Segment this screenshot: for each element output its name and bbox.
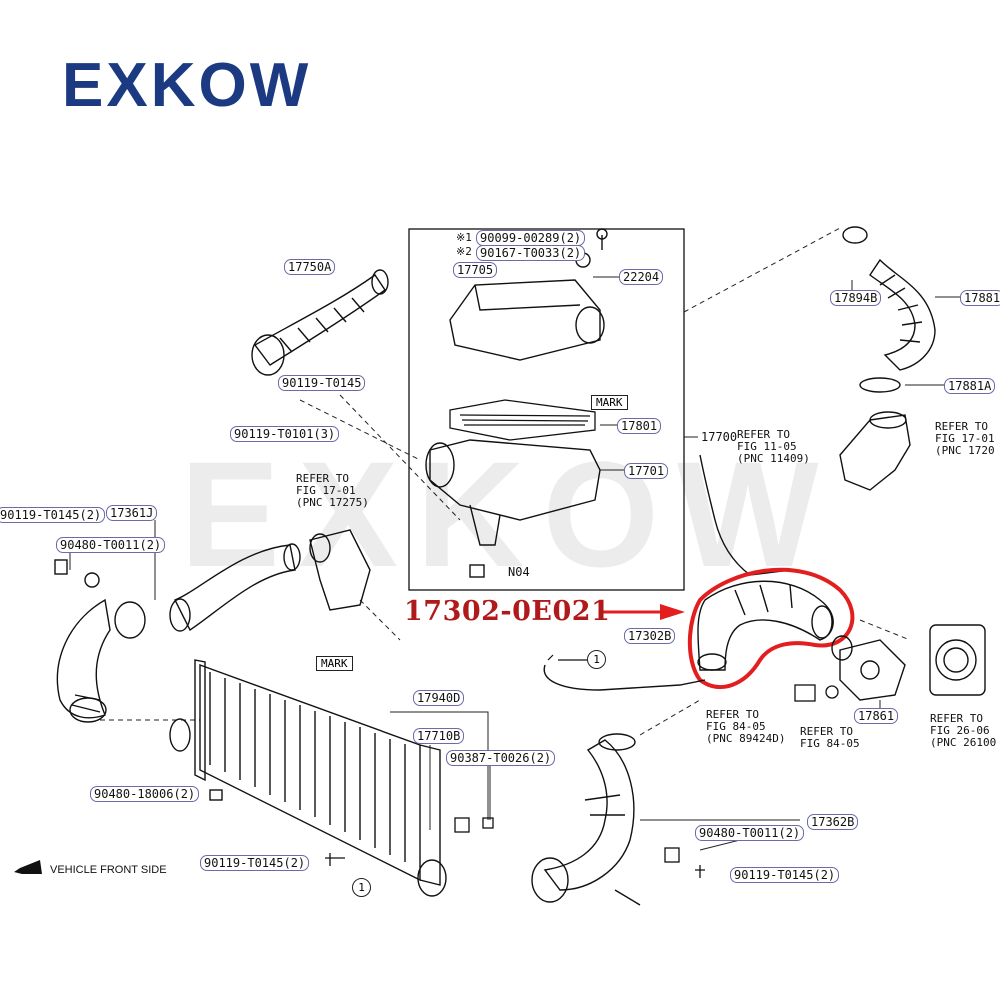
- throttle-body: [929, 624, 986, 696]
- part-label[interactable]: 90480-T0011(2): [695, 825, 805, 841]
- leader-dashed: [359, 599, 401, 641]
- circle-ref: 1: [587, 650, 606, 669]
- intercooler-pipe-17362B: [531, 733, 641, 906]
- part-label[interactable]: 17362B: [807, 814, 859, 830]
- note-mark-1: ※1: [456, 231, 472, 244]
- refer-note: REFER TO FIG 17-01 (PNC 1720: [935, 420, 995, 457]
- air-cleaner-case: [425, 439, 601, 578]
- part-label[interactable]: 90099-00289(2): [476, 230, 586, 246]
- refer-note: REFER TO FIG 11-05 (PNC 11409): [737, 428, 810, 465]
- part-label[interactable]: 17801: [617, 418, 662, 434]
- refer-note: REFER TO FIG 84-05: [800, 725, 860, 750]
- refer-note: REFER TO FIG 26-06 (PNC 26100: [930, 712, 997, 749]
- air-cleaner-box-frame: [408, 228, 685, 591]
- turbo-elbow: [309, 529, 371, 611]
- vehicle-front-arrow: [14, 860, 42, 874]
- note-mark-2: ※2: [456, 245, 472, 258]
- intercooler: [169, 659, 447, 897]
- air-filter-element: [449, 399, 596, 441]
- part-label[interactable]: 17861: [854, 708, 899, 724]
- intake-hose-17881: [842, 226, 936, 393]
- leader-dashed: [683, 227, 841, 313]
- brand-logo: EXKOW: [62, 51, 312, 120]
- part-label[interactable]: 17750A: [284, 259, 336, 275]
- mark-tag: MARK: [591, 395, 628, 410]
- intercooler-hose-17302B: [697, 580, 834, 671]
- part-label[interactable]: 17700: [698, 430, 741, 444]
- part-label[interactable]: 90480-18006(2): [90, 786, 200, 802]
- part-label[interactable]: 90119-T0145(2): [730, 867, 840, 883]
- part-label[interactable]: 90387-T0026(2): [446, 750, 556, 766]
- part-label[interactable]: N04: [508, 565, 530, 579]
- leader-dashed: [299, 399, 421, 461]
- part-label[interactable]: 17940D: [413, 690, 465, 706]
- air-duct-fitting: [839, 411, 911, 491]
- part-label[interactable]: 17894B: [830, 290, 882, 306]
- part-label[interactable]: 17881A: [944, 378, 996, 394]
- leader-dashed: [339, 394, 461, 521]
- part-label[interactable]: 90480-T0011(2): [56, 537, 166, 553]
- refer-note: REFER TO FIG 17-01 (PNC 17275): [296, 472, 369, 509]
- breather-hose-17700: [699, 454, 791, 576]
- part-label[interactable]: 90119-T0145(2): [0, 507, 106, 523]
- mark-tag: MARK: [316, 656, 353, 671]
- leader-dashed: [859, 619, 911, 641]
- intake-hose-17750A: [251, 269, 389, 376]
- throttle-inlet-17861: [831, 635, 906, 701]
- part-label[interactable]: 17701: [624, 463, 669, 479]
- vehicle-front-label: VEHICLE FRONT SIDE: [50, 864, 167, 876]
- air-cleaner-cap: [449, 228, 608, 361]
- grommets: [325, 817, 705, 878]
- intercooler-pipe-17361J: [54, 559, 146, 723]
- watermark: EXKOW: [180, 430, 837, 598]
- part-label[interactable]: 17710B: [413, 728, 465, 744]
- part-label[interactable]: 90167-T0033(2): [476, 245, 586, 261]
- circle-ref: 1: [352, 878, 371, 897]
- callout-part-number: 17302-0E021: [404, 596, 611, 627]
- part-label[interactable]: 17361J: [106, 505, 158, 521]
- pressure-sensor: [794, 684, 839, 702]
- part-label[interactable]: 17881: [960, 290, 1000, 306]
- part-label[interactable]: 22204: [619, 269, 664, 285]
- part-label[interactable]: 90119-T0145(2): [200, 855, 310, 871]
- part-label[interactable]: 90119-T0145: [278, 375, 366, 391]
- part-label[interactable]: 90119-T0101(3): [230, 426, 340, 442]
- intercooler-hose: [169, 543, 301, 632]
- leader-dashed: [639, 699, 701, 736]
- part-label[interactable]: 17705: [453, 262, 498, 278]
- sensor-cable: [543, 664, 706, 691]
- highlight-outline: [687, 567, 855, 690]
- refer-note: REFER TO FIG 84-05 (PNC 89424D): [706, 708, 786, 745]
- callout-arrow: [602, 604, 685, 620]
- part-label[interactable]: 17302B: [624, 628, 676, 644]
